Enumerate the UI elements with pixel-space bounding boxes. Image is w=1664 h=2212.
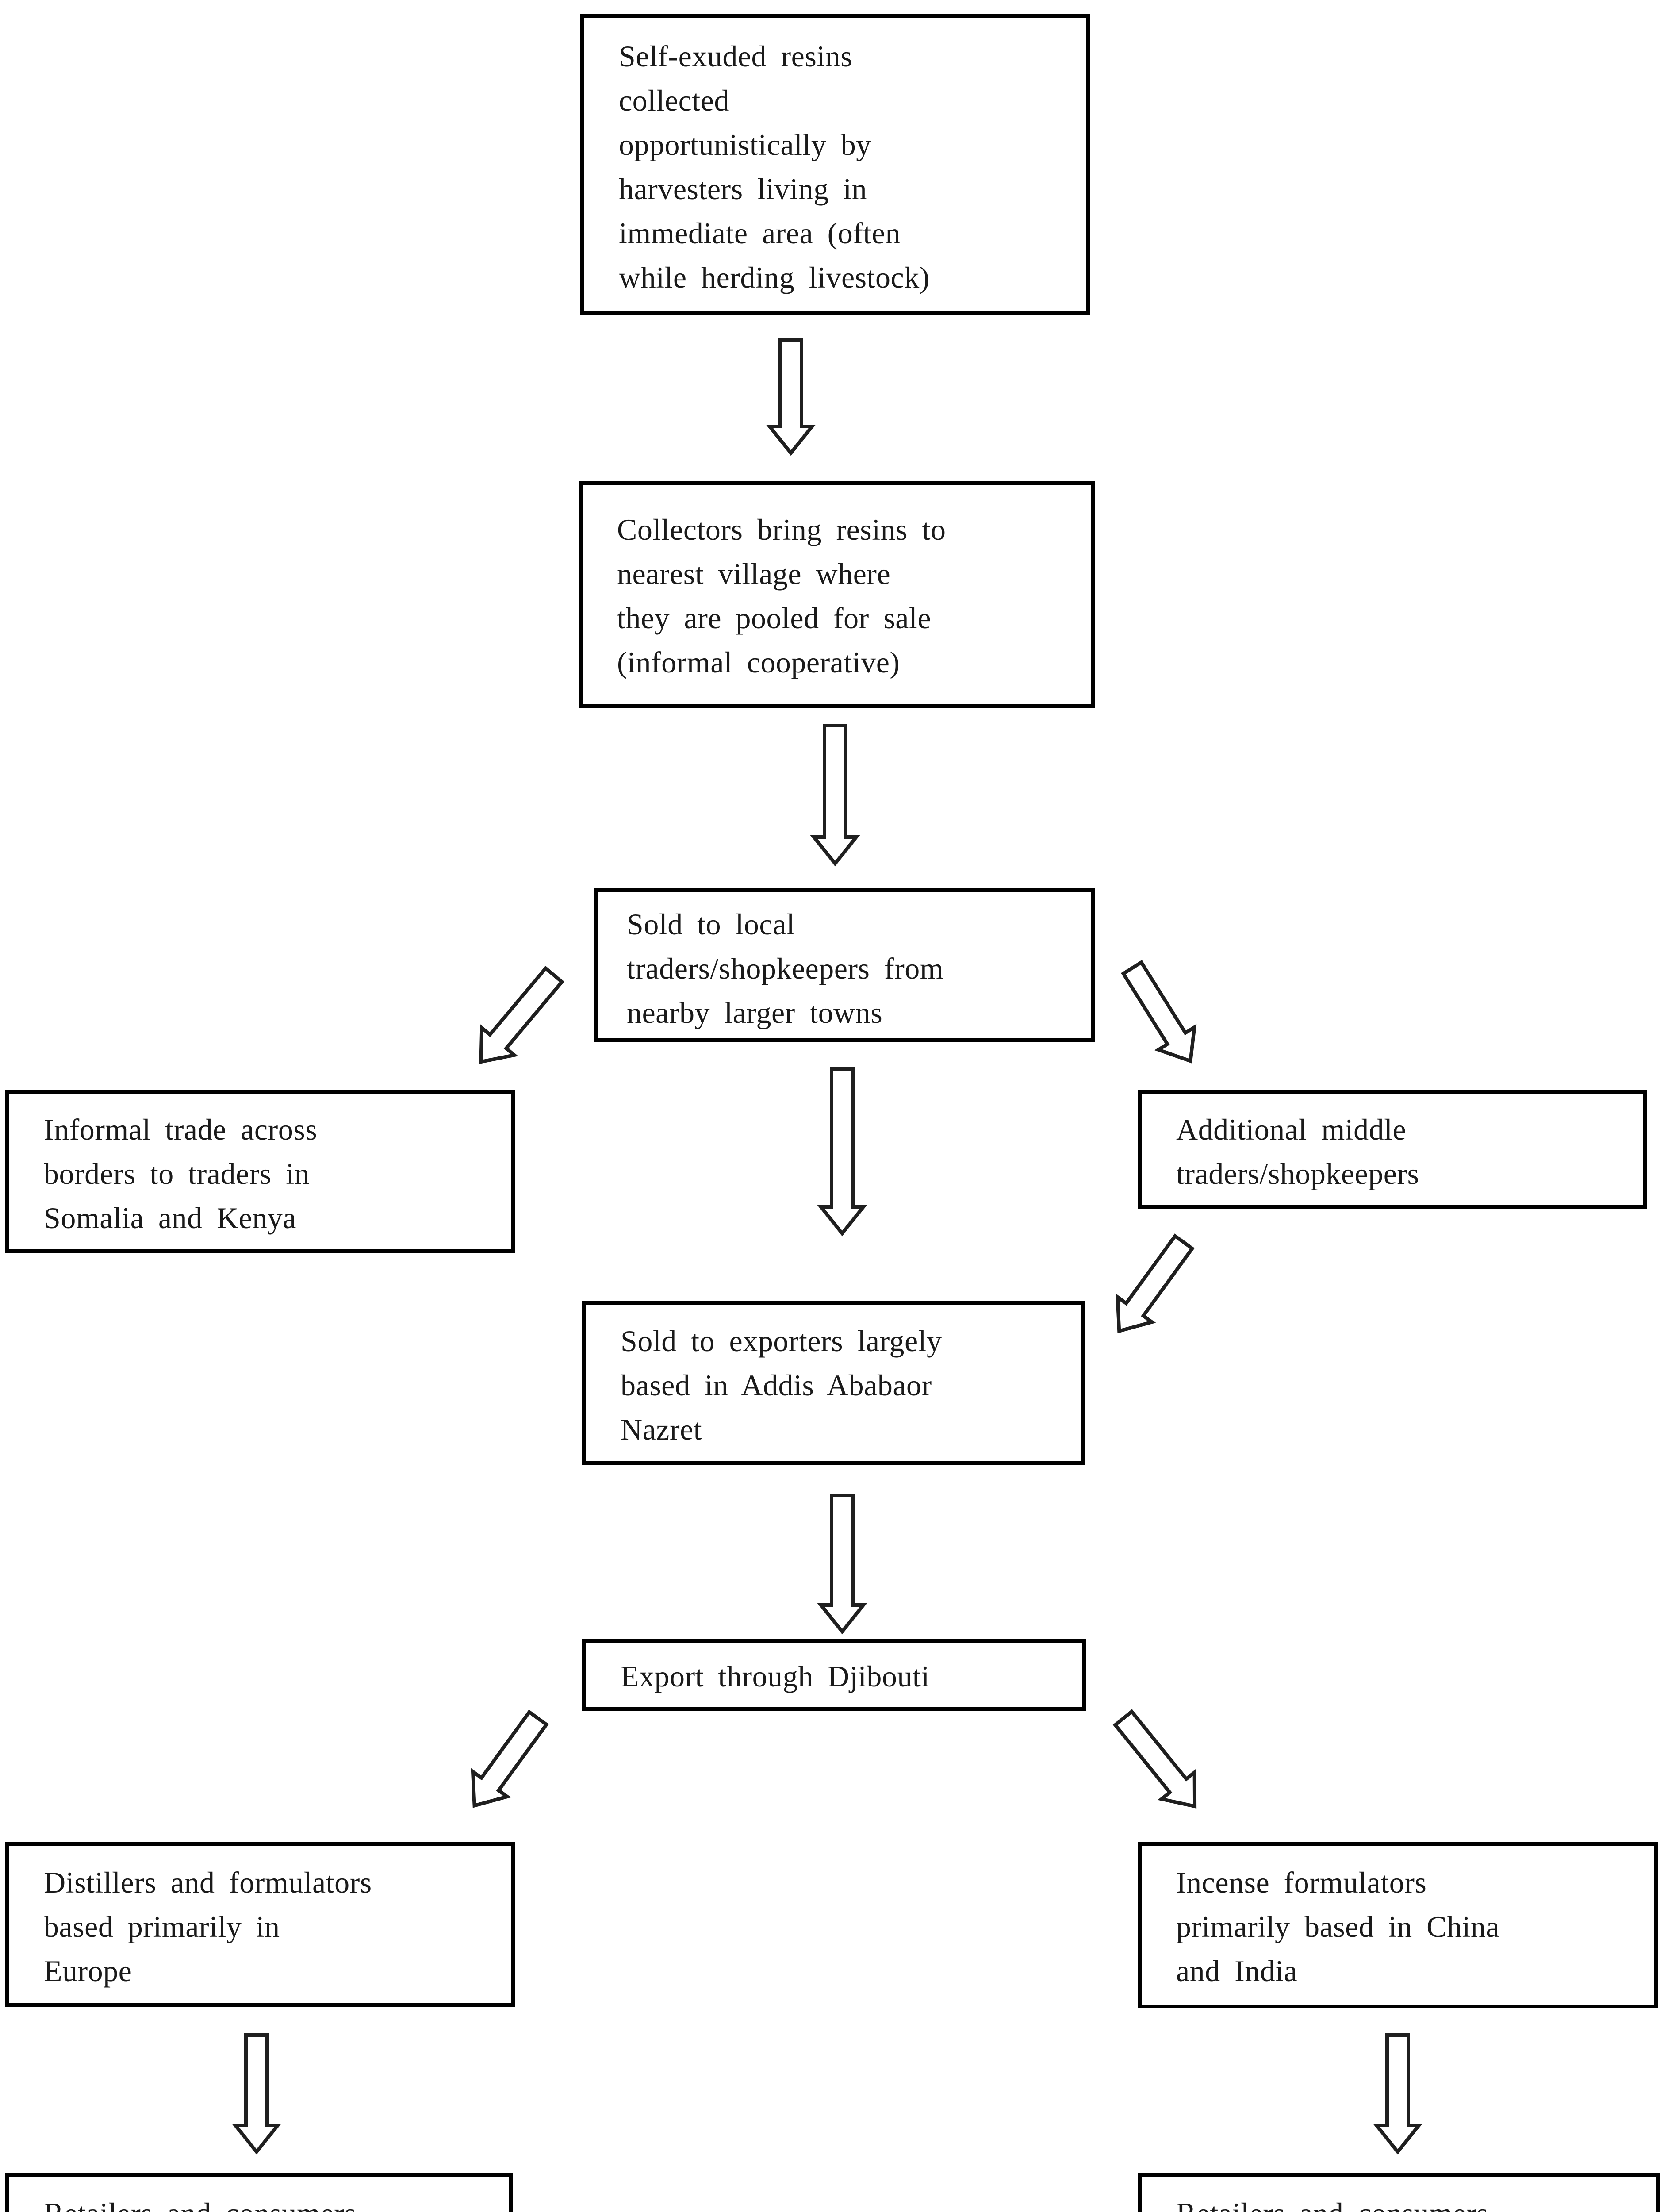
node-retailers-consumers-right: Retailers and consumers globally: [1138, 2173, 1660, 2212]
node-sold-to-exporters: Sold to exporters largely based in Addis…: [582, 1301, 1085, 1465]
arrow-incense-to-retailers: [1373, 2033, 1423, 2155]
arrow-local-traders-to-informal-trade: [479, 965, 565, 1064]
node-collectors-pool-resins: Collectors bring resins to nearest villa…: [579, 481, 1095, 708]
node-distillers-formulators-europe: Distillers and formulators based primari…: [5, 1842, 515, 2007]
arrow-exporters-to-djibouti: [817, 1494, 867, 1635]
node-informal-trade-somalia-kenya: Informal trade across borders to traders…: [5, 1090, 515, 1253]
arrow-local-traders-to-additional-middle: [1121, 960, 1197, 1064]
arrow-djibouti-to-distillers: [471, 1709, 549, 1808]
node-export-through-djibouti: Export through Djibouti: [582, 1639, 1086, 1711]
node-self-exuded-resins: Self-exuded resins collected opportunist…: [580, 14, 1090, 315]
node-retailers-consumers-left: Retailers and consumers globally: [5, 2173, 513, 2212]
arrow-distillers-to-retailers: [231, 2033, 282, 2155]
node-sold-to-local-traders: Sold to local traders/shopkeepers from n…: [594, 888, 1095, 1042]
arrow-local-traders-to-exporters: [817, 1067, 867, 1237]
node-additional-middle-traders: Additional middle traders/shopkeepers: [1138, 1090, 1647, 1209]
arrow-additional-middle-to-exporters: [1116, 1233, 1195, 1333]
arrow-collectors-to-local-traders: [810, 724, 860, 867]
node-incense-formulators-china-india: Incense formulators primarily based in C…: [1138, 1842, 1658, 2008]
arrow-djibouti-to-incense: [1112, 1709, 1197, 1809]
arrow-self-exuded-to-collectors: [766, 338, 816, 456]
